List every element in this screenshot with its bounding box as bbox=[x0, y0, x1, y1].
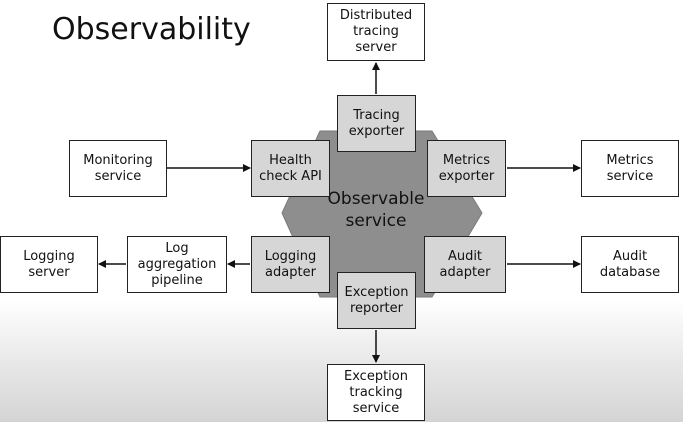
metrics-service-box: Metrics service bbox=[581, 140, 679, 197]
exception-tracking-service-box: Exception tracking service bbox=[327, 364, 425, 421]
audit-adapter-box: Audit adapter bbox=[424, 236, 506, 293]
tracing-exporter-box: Tracing exporter bbox=[337, 95, 416, 152]
monitoring-service-box: Monitoring service bbox=[69, 140, 167, 197]
health-check-api-box: Health check API bbox=[251, 140, 330, 197]
log-aggregation-pipeline-box: Log aggregation pipeline bbox=[127, 236, 227, 293]
observable-service-label: Observable service bbox=[327, 189, 425, 231]
metrics-exporter-box: Metrics exporter bbox=[427, 140, 506, 197]
page-title: Observability bbox=[52, 12, 251, 47]
audit-database-box: Audit database bbox=[581, 236, 679, 293]
logging-server-box: Logging server bbox=[0, 236, 98, 293]
distributed-tracing-server-box: Distributed tracing server bbox=[327, 3, 425, 61]
exception-reporter-box: Exception reporter bbox=[337, 272, 416, 329]
logging-adapter-box: Logging adapter bbox=[251, 236, 330, 293]
